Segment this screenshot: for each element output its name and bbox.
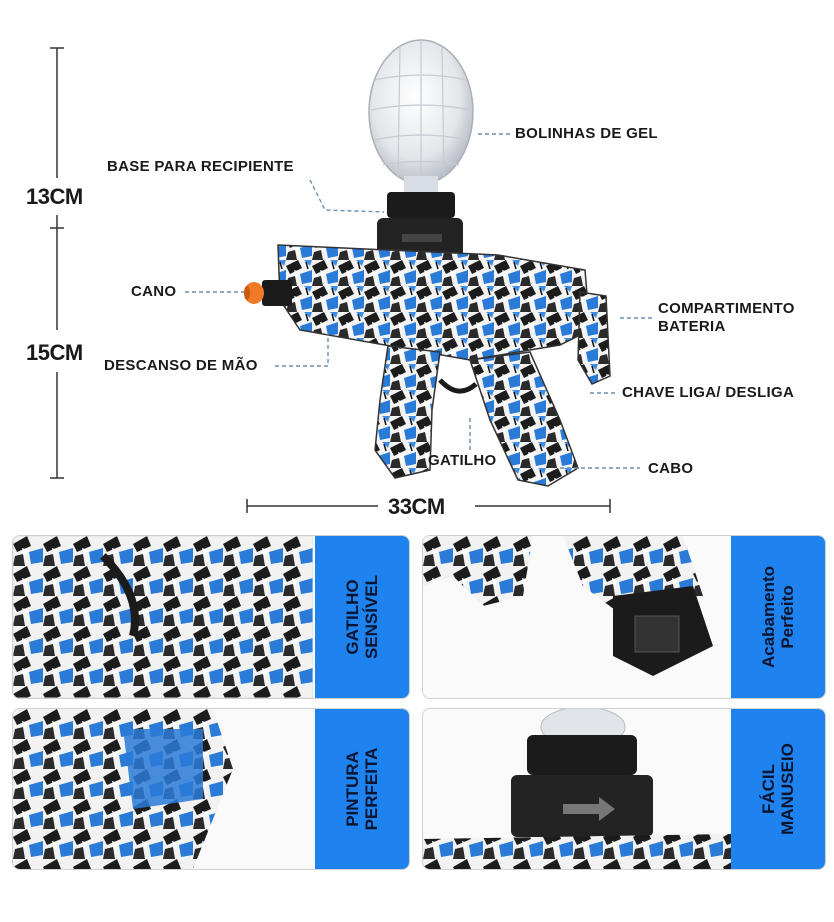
label-barrel: CANO (131, 283, 177, 300)
diagram-graphics (50, 39, 654, 513)
feature-photo-trigger (13, 536, 313, 698)
label-trigger: GATILHO (428, 452, 497, 469)
label-power-switch: CHAVE LIGA/ DESLIGA (622, 384, 795, 401)
label-grip: CABO (648, 460, 694, 477)
feature-photo-handling (423, 709, 731, 869)
feature-photo-paint (13, 709, 315, 869)
blaster-image (262, 244, 611, 487)
feature-trigger-line2: SENSÍVEL (362, 574, 381, 660)
feature-paint-line2: PERFEITA (362, 747, 381, 831)
length-dimension (246, 499, 611, 513)
length-label: 33CM (388, 494, 445, 519)
gel-container-icon (368, 39, 474, 258)
muzzle-tip-icon (244, 282, 264, 304)
label-battery-line2: BATERIA (658, 318, 726, 335)
leader-lines (185, 133, 654, 469)
feature-photo-finish (423, 536, 729, 698)
height-top-label: 13CM (26, 184, 83, 209)
label-battery-line1: COMPARTIMENTO (658, 300, 795, 317)
feature-paint-line1: PINTURA (343, 751, 362, 827)
feature-handling-line2: MANUSEIO (778, 743, 797, 835)
feature-trigger-line1: GATILHO (343, 579, 362, 655)
label-gel-balls: BOLINHAS DE GEL (515, 125, 658, 142)
label-container-base: BASE PARA RECIPIENTE (107, 158, 294, 175)
height-dimension (50, 47, 64, 479)
product-diagram: 13CM 15CM 33CM BOLINHAS DE GEL BASE PARA… (26, 39, 795, 519)
feature-handling-line1: FÁCIL (759, 763, 778, 815)
label-hand-rest: DESCANSO DE MÃO (104, 357, 258, 374)
feature-finish-line2: Perfeito (778, 585, 797, 649)
height-bottom-label: 15CM (26, 340, 83, 365)
feature-finish-line1: Acabamento (759, 565, 778, 669)
